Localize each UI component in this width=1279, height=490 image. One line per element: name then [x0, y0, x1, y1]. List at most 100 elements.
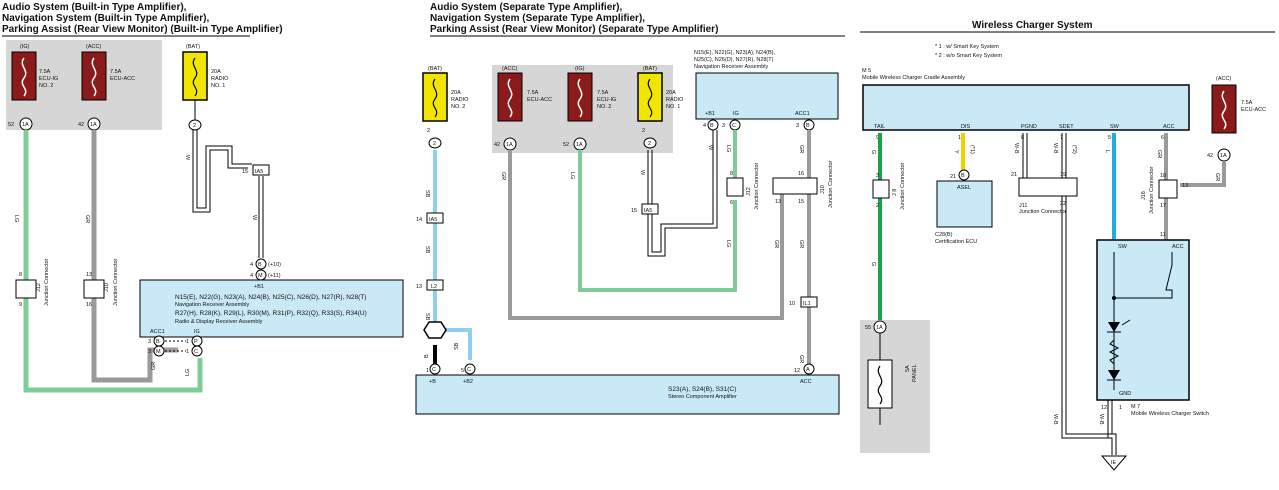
middle-fuse-bat1-name: RADIO — [666, 97, 684, 103]
left-j10-pin-a: 13 — [86, 272, 92, 278]
left-fuse-acc: (ACC) 7.5A ECU-ACC 42 1A — [78, 44, 135, 131]
middle-fuse-ig-pin: 52 — [563, 142, 569, 148]
panel-left: Audio System (Built-in Type Amplifier), … — [2, 2, 404, 393]
fuse-body — [497, 72, 523, 122]
right-star2: (*2) — [1071, 145, 1077, 154]
middle-fuse-acc: (ACC) 7.5A ECU-ACC 42 1A — [494, 66, 552, 151]
middle-nav-pin-ig: 3 — [722, 123, 725, 129]
middle-j10-connector — [772, 177, 818, 195]
left-unit-rpin-a: 1 — [186, 339, 189, 345]
wire-gr-left — [91, 130, 178, 383]
left-navigation-receiver-box — [139, 279, 404, 338]
right-j11-connector — [1018, 177, 1078, 197]
middle-wire-label-sb2: SB — [424, 246, 430, 254]
middle-fuse-ig-tag: (IG) — [575, 66, 585, 72]
left-unit-pin-top-b: 4 — [250, 273, 253, 279]
middle-wire-label-sb4: SB — [454, 342, 460, 350]
middle-j10-code: J10 — [820, 185, 826, 194]
middle-fuse-ig-conn: 1A — [576, 142, 583, 148]
left-title-line-1: Audio System (Built-in Type Amplifier), — [2, 2, 187, 13]
middle-fuse-acc-name: ECU-ACC — [527, 97, 552, 103]
left-wire-label-w2: W — [251, 215, 257, 221]
left-j10-connector — [83, 279, 105, 299]
middle-nav-line3: Navigation Receiver Assembly — [694, 64, 769, 70]
right-j11-label: Junction Connector — [1019, 209, 1067, 215]
middle-wire-label-lg2: LG — [725, 145, 731, 152]
right-terminal-pin-acc: 6 — [1161, 135, 1164, 141]
middle-amp-conn-b2-circle — [464, 363, 476, 375]
left-unit-lconn-b-circle — [153, 345, 165, 357]
wire-w-b — [196, 130, 252, 209]
middle-splice-icon — [423, 321, 447, 339]
middle-nav-conn-ig: C — [732, 123, 736, 129]
right-terminal-tail: TAIL — [874, 124, 885, 130]
fuse-element-icon — [507, 78, 513, 118]
right-m7-code: M 7 — [1131, 404, 1140, 410]
middle-j12-label: Junction Connector — [754, 162, 760, 210]
middle-j10-pin-b: 13 — [775, 199, 781, 205]
middle-fuse-bat2-rating: 20A — [451, 90, 461, 96]
right-m7-sw: SW — [1118, 244, 1128, 250]
middle-j12-pin-a: 8 — [730, 171, 733, 177]
left-fuse-acc-tag: (ACC) — [86, 44, 101, 50]
left-unit-rconn-b-circle — [191, 345, 203, 357]
right-j11-pin-a: 21 — [1011, 172, 1017, 178]
fuse-body — [182, 51, 208, 101]
fuse-body — [567, 72, 593, 122]
middle-ia5b-pin: 15 — [631, 208, 637, 214]
ground-icon — [1100, 455, 1128, 471]
left-wire-label-lg: LG — [13, 215, 19, 222]
left-fuse-bat: (BAT) 20A RADIO NO. 1 2 — [182, 44, 229, 131]
middle-fuse-bat2-conn-circle — [428, 137, 442, 149]
right-terminal-pin-sw: 5 — [1108, 135, 1111, 141]
right-panel-name: PANEL — [912, 364, 918, 382]
left-ia5-connector — [252, 164, 270, 176]
right-ground-label: IE — [1111, 460, 1117, 466]
middle-amp-pin-acc: 12 — [794, 368, 800, 374]
right-terminal-sw: SW — [1110, 124, 1120, 130]
right-j8-pin-a: 3 — [876, 173, 879, 179]
left-wire-label-w1: W — [184, 155, 190, 161]
led-icon — [1108, 322, 1120, 332]
left-title-line-2: Navigation System (Built-in Type Amplifi… — [2, 13, 209, 24]
right-wire-label-wb2: W-B — [1052, 143, 1058, 154]
left-unit-pin-top-a: 4 — [250, 262, 253, 268]
right-wire-label-g2: G — [870, 262, 876, 266]
middle-fuse-bat1-rating: 20A — [666, 90, 676, 96]
right-m7-gnd: GND — [1119, 391, 1131, 397]
left-unit-acc1: ACC1 — [150, 329, 165, 335]
middle-fuse-bat2-name2: NO. 2 — [451, 104, 465, 110]
wire-wb-gnd-b — [1065, 196, 1117, 455]
left-unit-rconn-a: P — [194, 339, 198, 345]
right-star1: (*1) — [969, 145, 975, 154]
right-c28-name: Certification ECU — [935, 239, 977, 245]
middle-ia5-label: IA5 — [429, 217, 437, 223]
right-panel-rating: 5A — [905, 365, 911, 372]
left-j10-code: J10 — [104, 283, 110, 292]
right-m7-acc: ACC — [1172, 244, 1184, 250]
middle-amp-conn-b2: C — [467, 367, 471, 373]
m7-junction-dot — [1112, 296, 1116, 300]
fuse-element-icon — [91, 57, 97, 97]
middle-fuse-ig-rating: 7.5A — [597, 90, 609, 96]
middle-l2-label: L2 — [431, 284, 437, 290]
left-fuse-acc-rating: 7.5A — [110, 69, 122, 75]
middle-amp-acc: ACC — [800, 379, 812, 385]
middle-il1-connector — [800, 296, 818, 308]
middle-fuse-bat2-name: RADIO — [451, 97, 469, 103]
left-fuse-acc-conn: 1A — [90, 122, 97, 128]
fuse-element-icon — [877, 365, 883, 405]
right-certification-ecu-box — [936, 180, 993, 228]
right-terminal-pin-tail: 9 — [876, 135, 879, 141]
right-j16-connector — [1158, 179, 1178, 199]
middle-wire-label-w1: W — [639, 170, 645, 176]
middle-fuse-bat1-pin: 2 — [642, 128, 645, 134]
middle-fuse-ig-name2: NO. 2 — [597, 104, 611, 110]
middle-amp-conn-b: C — [432, 367, 436, 373]
middle-j12-pin-b: 6 — [730, 200, 733, 206]
right-m5-name: Mobile Wireless Charger Cradle Assembly — [862, 75, 965, 81]
middle-fuse-acc-conn: 1A — [506, 142, 513, 148]
panel-middle: Audio System (Separate Type Amplifier), … — [415, 2, 845, 415]
wire-gr-middle — [508, 150, 784, 320]
left-fuse-bat-tag: (BAT) — [186, 44, 200, 50]
